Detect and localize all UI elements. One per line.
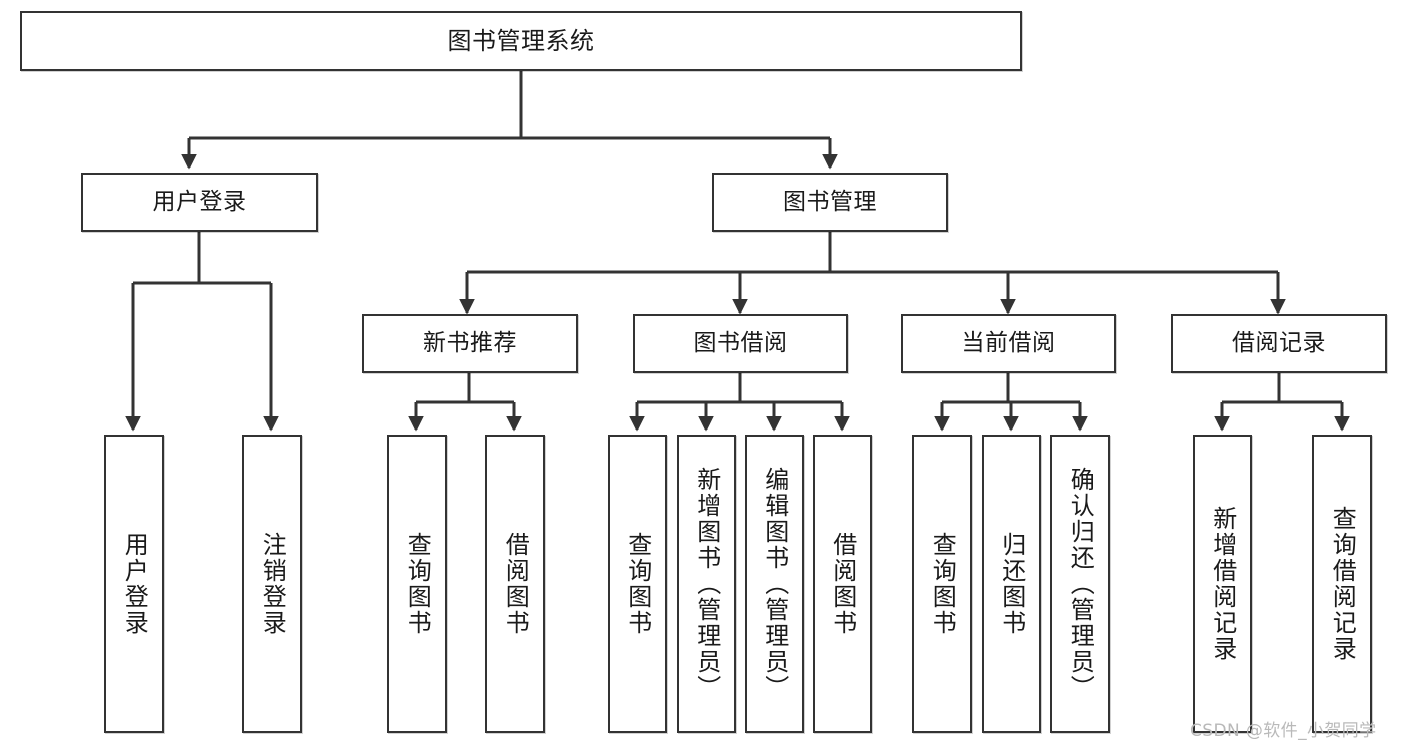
leaf-current-borrow-query[interactable]: 查询图书 bbox=[912, 435, 972, 733]
node-label: 图书管理 bbox=[783, 188, 877, 215]
node-label: 新书推荐 bbox=[423, 329, 517, 356]
node-root-book-management-system[interactable]: 图书管理系统 bbox=[20, 11, 1022, 71]
node-book-borrow[interactable]: 图书借阅 bbox=[633, 314, 848, 373]
node-new-book-recommend[interactable]: 新书推荐 bbox=[362, 314, 578, 373]
node-label: 查询图书 bbox=[403, 532, 432, 636]
node-label: 编辑图书（管理员） bbox=[760, 467, 789, 701]
leaf-current-borrow-return[interactable]: 归还图书 bbox=[982, 435, 1041, 733]
leaf-user-login-logout[interactable]: 注销登录 bbox=[242, 435, 302, 733]
leaf-borrow-records-add[interactable]: 新增借阅记录 bbox=[1193, 435, 1252, 733]
leaf-book-borrow-add[interactable]: 新增图书（管理员） bbox=[677, 435, 736, 733]
node-label: 图书借阅 bbox=[693, 329, 788, 356]
leaf-book-borrow-edit[interactable]: 编辑图书（管理员） bbox=[745, 435, 804, 733]
node-book-management[interactable]: 图书管理 bbox=[712, 173, 948, 232]
node-label: 借阅图书 bbox=[501, 532, 530, 636]
node-label: 确认归还（管理员） bbox=[1066, 467, 1095, 701]
leaf-new-book-borrow[interactable]: 借阅图书 bbox=[485, 435, 545, 733]
leaf-user-login-login[interactable]: 用户登录 bbox=[104, 435, 164, 733]
node-label: 归还图书 bbox=[997, 532, 1026, 636]
node-label: 查询图书 bbox=[928, 532, 957, 636]
node-borrow-records[interactable]: 借阅记录 bbox=[1171, 314, 1387, 373]
node-label: 查询图书 bbox=[623, 532, 652, 636]
node-label: 用户登录 bbox=[120, 532, 149, 636]
leaf-current-borrow-confirm-return[interactable]: 确认归还（管理员） bbox=[1050, 435, 1110, 733]
node-label: 当前借阅 bbox=[961, 329, 1056, 356]
node-label: 借阅图书 bbox=[828, 532, 857, 636]
node-label: 注销登录 bbox=[258, 532, 287, 636]
node-label: 查询借阅记录 bbox=[1328, 506, 1357, 662]
node-label: 借阅记录 bbox=[1232, 329, 1326, 356]
node-label: 新增借阅记录 bbox=[1208, 506, 1237, 662]
node-user-login[interactable]: 用户登录 bbox=[81, 173, 318, 232]
leaf-new-book-query[interactable]: 查询图书 bbox=[387, 435, 447, 733]
node-label: 图书管理系统 bbox=[447, 26, 595, 55]
node-current-borrow[interactable]: 当前借阅 bbox=[901, 314, 1116, 373]
leaf-borrow-records-query[interactable]: 查询借阅记录 bbox=[1312, 435, 1372, 733]
leaf-book-borrow-query[interactable]: 查询图书 bbox=[608, 435, 667, 733]
csdn-watermark: CSDN @软件_小贺同学 bbox=[1190, 721, 1377, 741]
node-label: 用户登录 bbox=[152, 188, 247, 215]
node-label: 新增图书（管理员） bbox=[692, 467, 721, 701]
leaf-book-borrow-borrow[interactable]: 借阅图书 bbox=[813, 435, 872, 733]
